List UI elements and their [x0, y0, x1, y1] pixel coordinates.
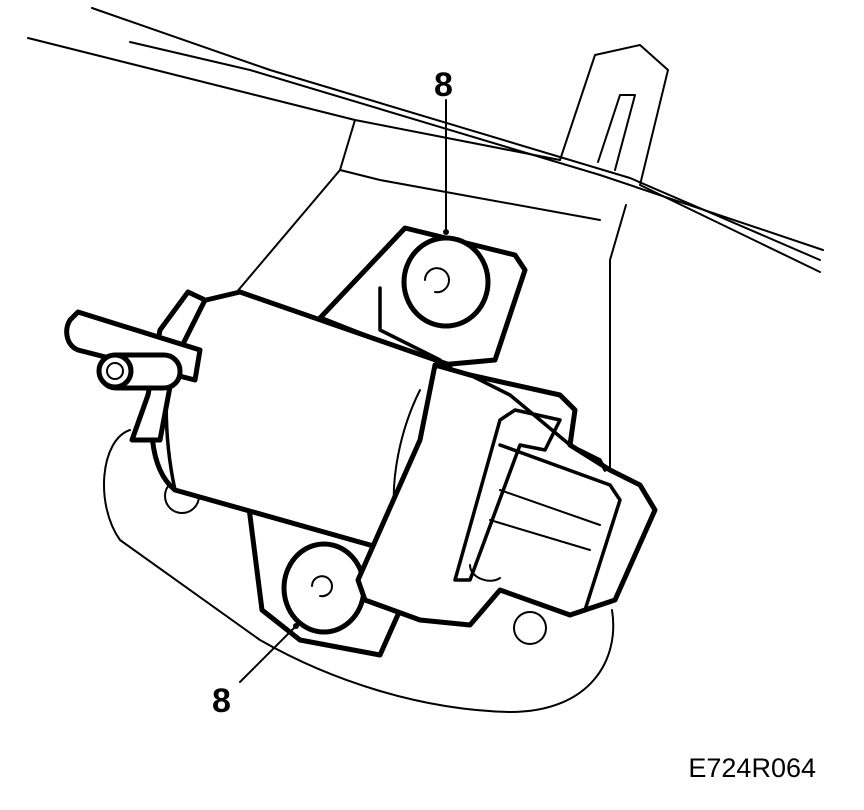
leader-dot-upper — [443, 229, 449, 235]
electrical-connector — [355, 362, 658, 628]
figure-code: E724R064 — [688, 753, 816, 783]
callout-upper: 8 — [434, 66, 453, 104]
hose-nozzle — [64, 309, 203, 391]
callout-lower: 8 — [212, 682, 231, 720]
leader-line-lower — [239, 625, 297, 683]
leader-dot-lower — [293, 623, 299, 629]
body-rail — [27, 7, 824, 471]
lower-mounting-bolt — [281, 541, 367, 635]
upper-mounting-bolt — [401, 235, 491, 329]
